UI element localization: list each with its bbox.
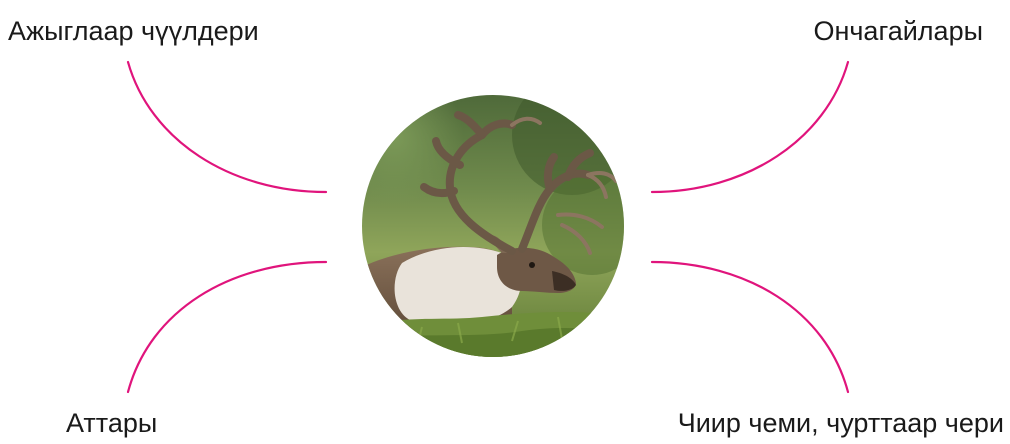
connector-bottom-right — [650, 260, 850, 394]
reindeer-photo — [362, 95, 624, 357]
connector-bottom-left — [126, 260, 328, 394]
label-bottom-right: Чиир чеми, чурттаар чери — [677, 408, 1004, 438]
label-top-right: Ончагайлары — [813, 16, 983, 46]
connector-top-right — [650, 60, 850, 194]
label-top-left: Ажыглаар чүүлдери — [8, 16, 259, 46]
connector-top-left — [126, 60, 328, 194]
label-bottom-left: Аттары — [66, 408, 158, 438]
reindeer-illustration — [362, 95, 624, 357]
